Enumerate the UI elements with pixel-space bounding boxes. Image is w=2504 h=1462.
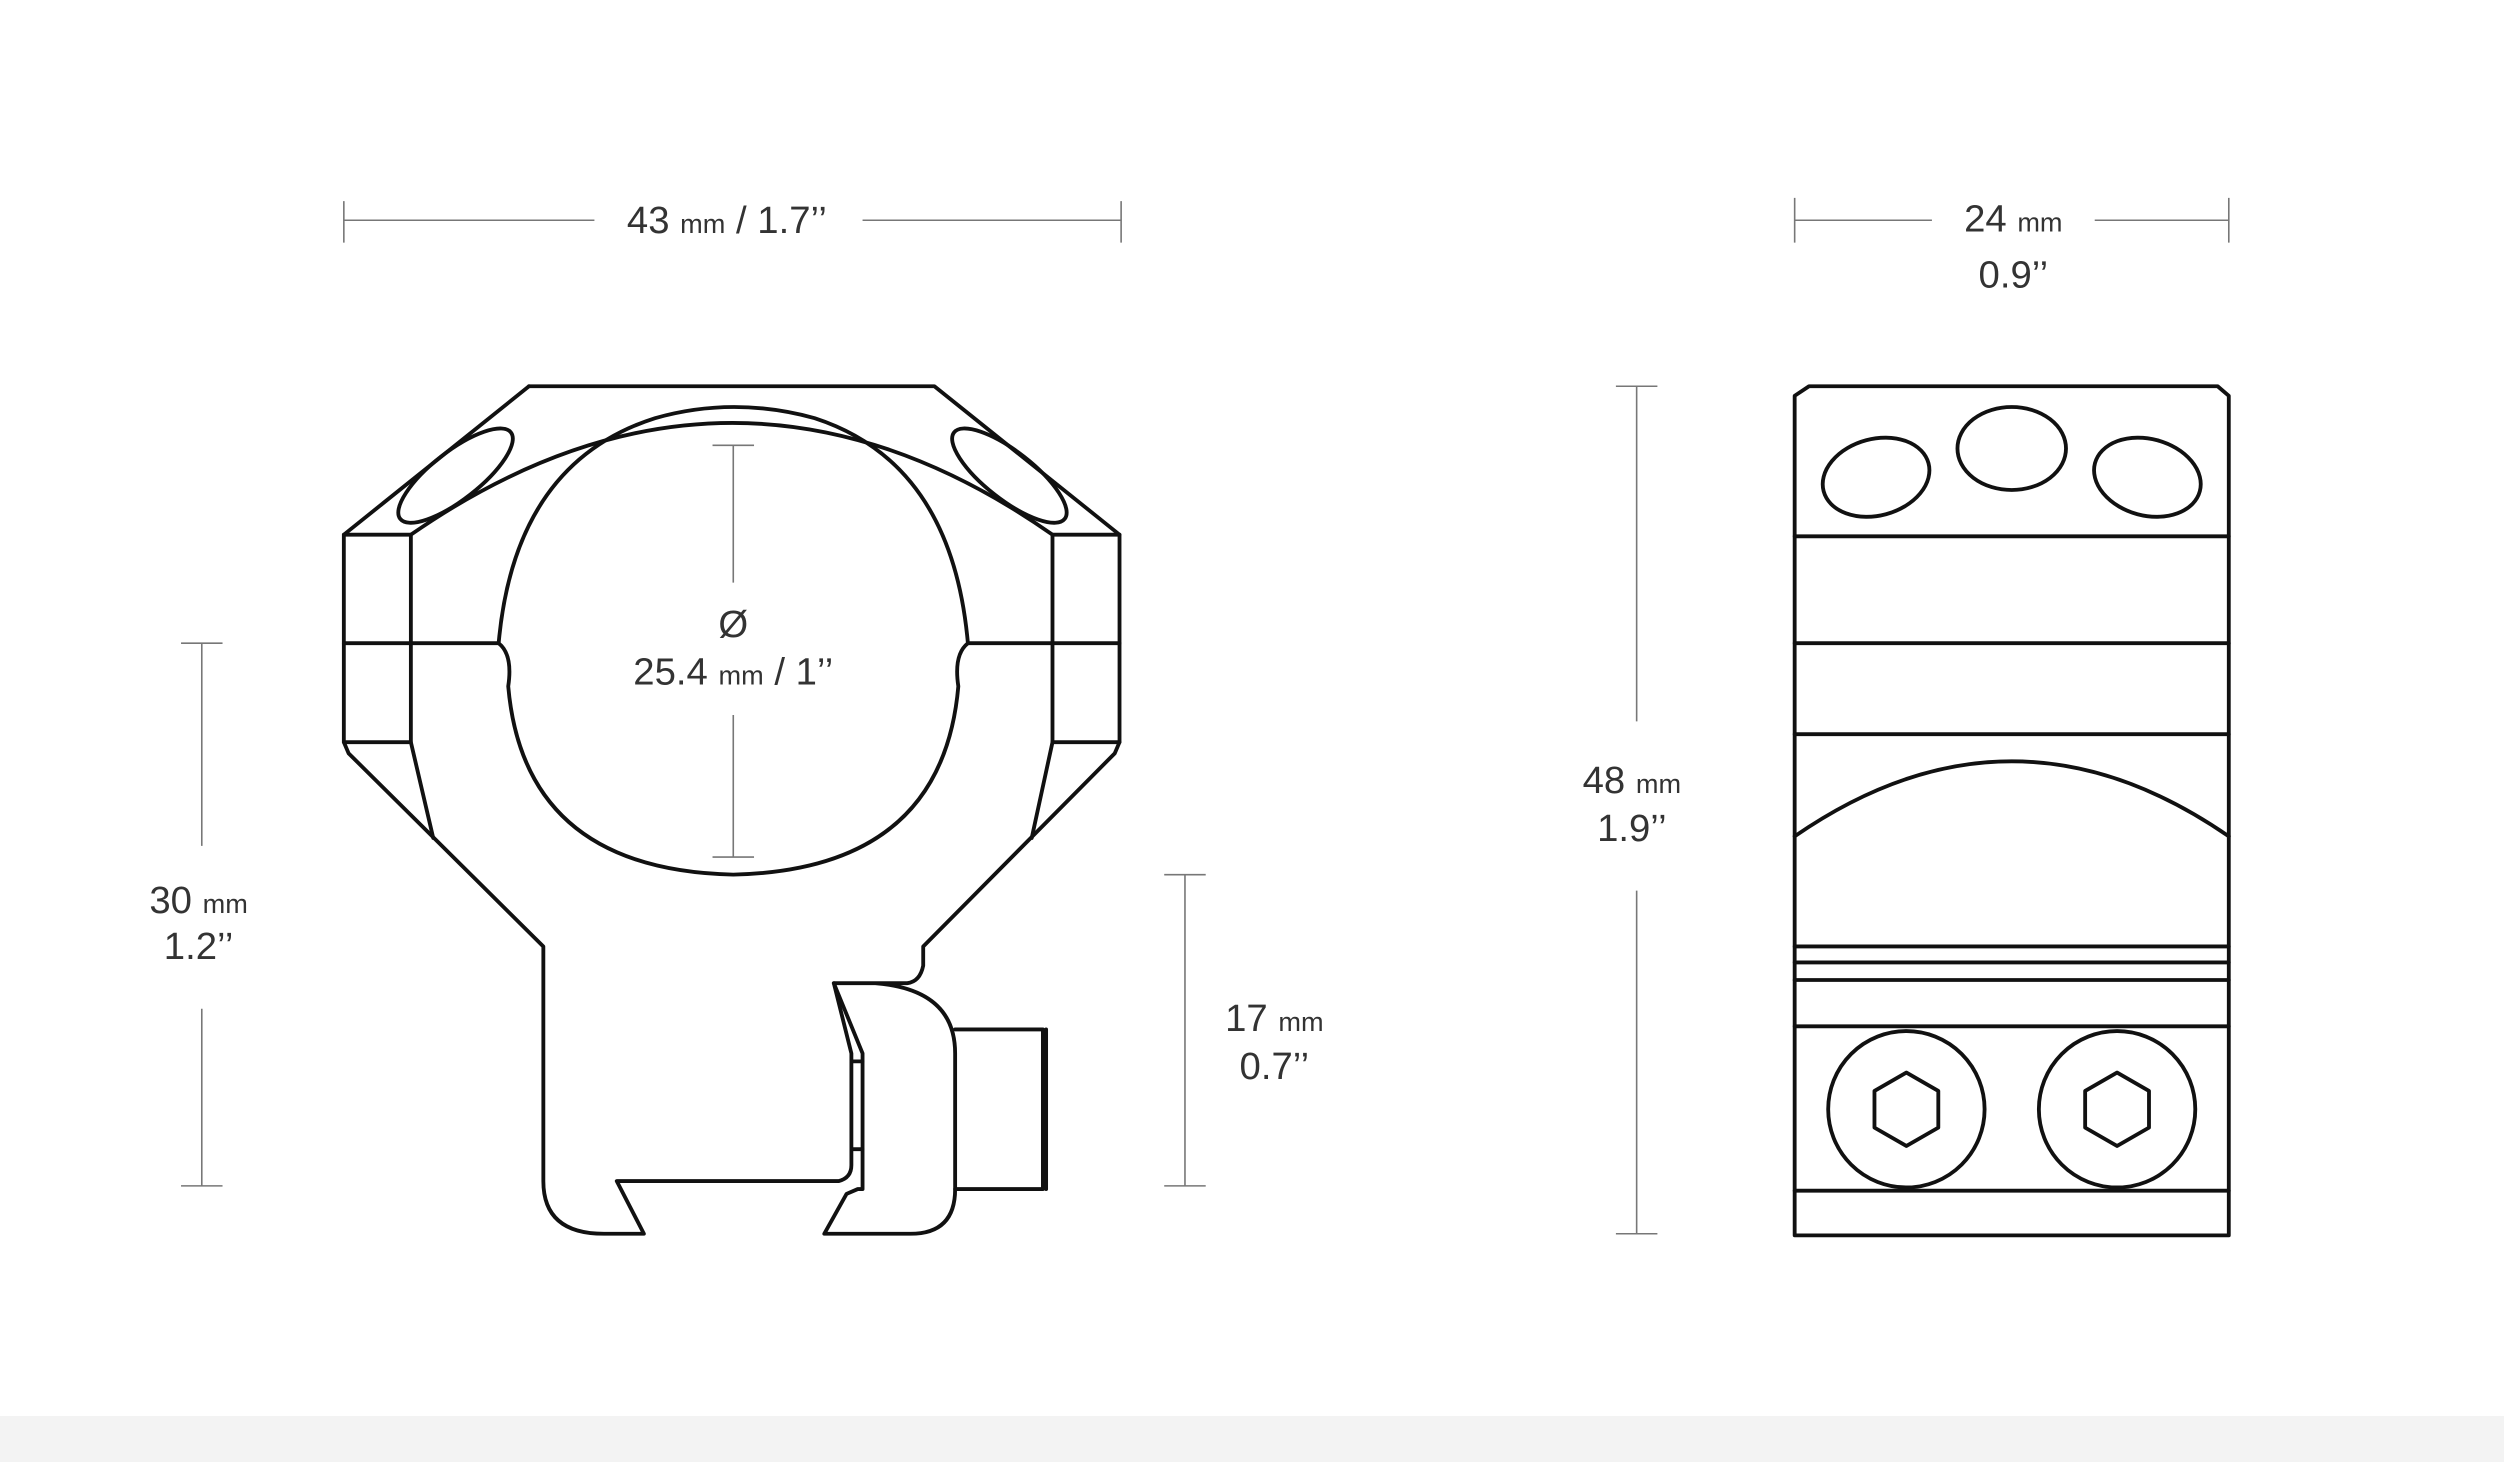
- front-width-label: 43 mm / 1.7’’: [627, 199, 827, 242]
- tube-diameter-label: 25.4 mm / 1’’: [633, 651, 833, 694]
- front-view-ring: [341, 384, 1122, 1236]
- base-height-imperial: 0.7’’: [1240, 1045, 1310, 1088]
- front-height-imperial: 1.2’’: [164, 925, 234, 968]
- side-width-imperial: 0.9’’: [1979, 253, 2049, 296]
- side-view-ring: [1792, 384, 2231, 1238]
- side-height-label: 48 mm: [1583, 759, 1681, 802]
- side-height-imperial: 1.9’’: [1597, 807, 1667, 850]
- front-height-label: 30 mm: [149, 879, 247, 922]
- base-height-label: 17 mm: [1225, 997, 1323, 1040]
- tube-diameter-symbol: Ø: [718, 603, 748, 646]
- bottom-band: [0, 1416, 2504, 1462]
- side-width-label: 24 mm: [1964, 197, 2062, 240]
